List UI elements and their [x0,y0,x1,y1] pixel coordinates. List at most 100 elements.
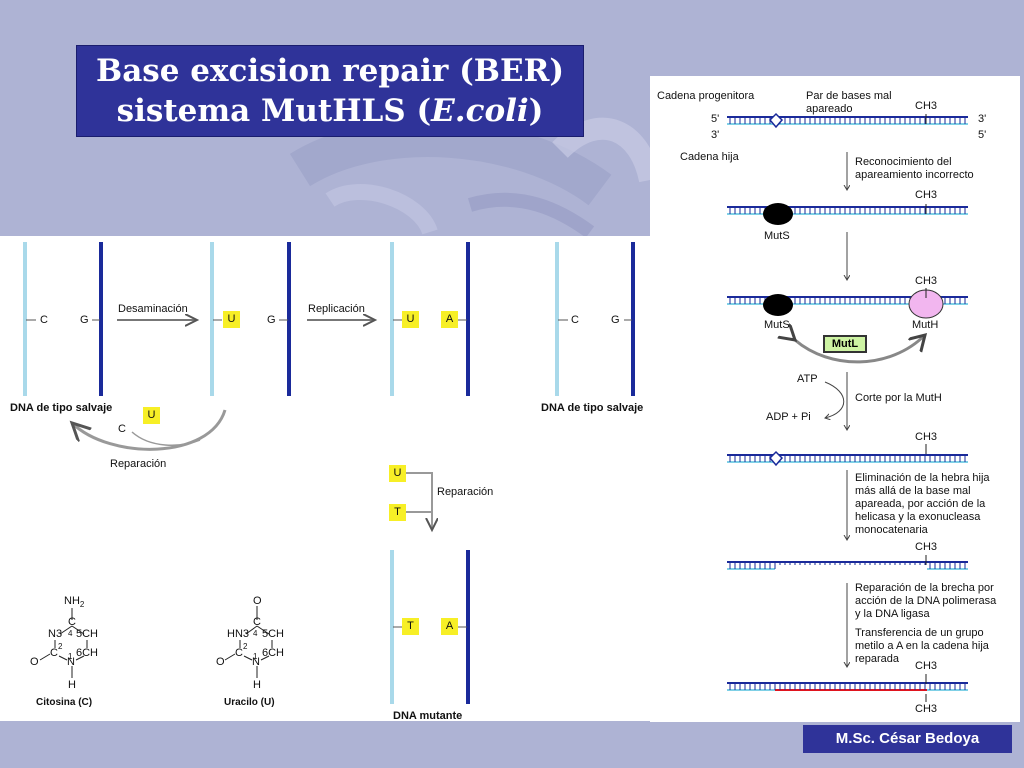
cytosine-c4: C [68,616,76,628]
ch3-label-7: CH3 [915,703,938,715]
ch3-label-5: CH3 [915,541,938,553]
mutant-label: DNA mutante [393,710,463,722]
ch3-label-6: CH3 [915,660,938,672]
base-t-box-1: T [389,504,406,521]
cytosine-n3: N3 [48,628,63,640]
repair-curve-inner [131,431,201,446]
base-a-box-2: A [441,618,458,635]
cytosine-o: O [30,656,39,668]
step-recognition-label: Reconocimiento del apareamiento incorrec… [855,156,974,181]
dna-deaminated [210,242,291,396]
dna-replicated [390,242,470,396]
uracil-c4: C [253,616,261,628]
cytosine-c6: 6CH [76,647,99,659]
cytosine-n1: N [67,656,75,668]
mismatch-label: Par de bases mal apareado [806,90,892,115]
uracil-o: O [216,656,225,668]
adp-label: ADP + Pi [766,411,811,423]
cytosine-c2: C [50,647,58,659]
wild-type-label-1: DNA de tipo salvaje [10,402,113,414]
ch3-label-3: CH3 [915,275,938,287]
base-u-box-repair: U [143,407,160,424]
uracil-c2: C [235,647,243,659]
uracil-n4: 4 [253,629,258,638]
uracil-hn3: HN3 [227,628,250,640]
mismatch-bubble-2 [768,450,784,467]
base-u-box-2: U [402,311,419,328]
base-u-box-3: U [389,465,406,482]
cytosine-n4: 4 [68,629,73,638]
five-prime-bottom-right: 5' [978,129,987,141]
slide-title: Base excision repair (BER) sistema MutHL… [76,45,584,137]
ch3-label-1: CH3 [915,100,938,112]
step-transfer-label: Transferencia de un grupo metilo a A en … [855,627,989,665]
repair-curve-arrow [72,409,227,451]
uracil-o-top: O [253,595,262,607]
daughter-strand-label: Cadena hija [680,151,739,163]
cytosine-n1-index: 1 [68,652,73,661]
atp-label: ATP [797,373,818,385]
step-cut-label: Corte por la MutH [855,392,942,404]
deamination-panel [0,236,650,721]
base-g-1: G [80,314,89,326]
title-line-2-suffix: ) [528,93,544,129]
cytosine-name: Citosina (C) [36,697,93,708]
step-elimination-label: Eliminación de la hebra hija más allá de… [855,472,990,536]
cytosine-h: H [68,679,76,691]
three-prime-top-right: 3' [978,113,987,125]
cytosine-nh2-subscript: 2 [79,600,85,610]
step-deamination-label: Desaminación [118,303,188,315]
cytosine-nh2: NH2 [64,595,85,610]
uracil-c6: 6CH [262,647,285,659]
ch3-label-4: CH3 [915,431,938,443]
uracil-structure [224,606,273,678]
muthls-panel [650,76,1020,722]
uracil-n1: N [252,656,260,668]
mutl-curve-arrow [795,335,925,364]
wild-type-label-2: DNA de tipo salvaje [541,402,644,414]
author-badge: M.Sc. César Bedoya [803,725,1012,753]
base-c-2: C [571,314,579,326]
three-prime-bottom-left: 3' [711,129,720,141]
base-a-box-1: A [441,311,458,328]
mismatch-bubble [768,112,784,129]
dna-wild-type-1 [23,242,103,396]
uracil-c5: 5CH [262,628,285,640]
mutl-box: MutL [823,335,867,353]
base-t-box-2: T [402,618,419,635]
muts-label-2: MutS [764,319,790,331]
title-line-2: sistema MutHLS (E.coli) [117,91,544,131]
uracil-n2: 2 [243,642,248,651]
uracil-h: H [253,679,261,691]
cytosine-c5: 5CH [76,628,99,640]
uracil-name: Uracilo (U) [224,697,275,708]
muts-oval-1 [763,203,793,225]
step-repair-label: Reparación de la brecha por acción de la… [855,582,997,620]
repair-label-2: Reparación [437,486,494,498]
cytosine-structure [39,608,88,678]
atp-curve [825,381,845,418]
repair-bracket [404,472,433,513]
repair-label-1: Reparación [110,458,167,470]
muts-label-1: MutS [764,230,790,242]
dna-wild-type-2 [555,242,635,396]
base-c-1: C [40,314,48,326]
ch3-label-2: CH3 [915,189,938,201]
muth-label: MutH [912,319,939,331]
muts-oval-2 [763,294,793,316]
cytosine-n2: 2 [58,642,63,651]
title-line-2-organism: E.coli [431,93,529,129]
title-line-1: Base excision repair (BER) [96,53,564,89]
title-line-2-prefix: sistema MutHLS ( [116,93,432,129]
base-c-repair: C [118,423,126,435]
five-prime-top-left: 5' [711,113,720,125]
base-u-box-1: U [223,311,240,328]
step-replication-label: Replicación [308,303,365,315]
uracil-n1-index: 1 [253,652,258,661]
dna-mutant [390,550,470,704]
parent-strand-label: Cadena progenitora [657,90,755,102]
base-g-2: G [267,314,276,326]
